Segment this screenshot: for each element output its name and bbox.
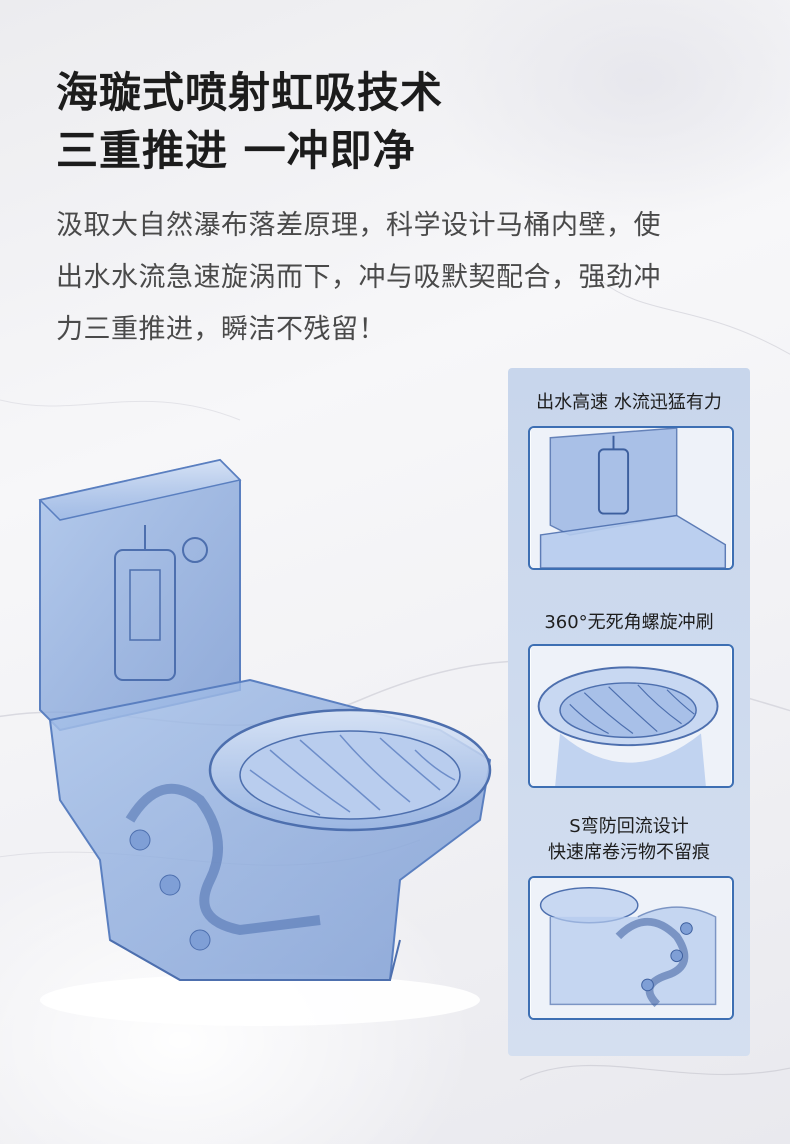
feature-title-3-line-1: S弯防回流设计 [569,816,689,837]
feature-title-2: 360°无死角螺旋冲刷 [544,612,714,633]
feature-image-3 [528,876,734,1020]
headline-line-1: 海璇式喷射虹吸技术 [56,68,444,117]
feature-title-3: S弯防回流设计 快速席卷污物不留痕 [508,814,750,866]
feature-title-3-line-2: 快速席卷污物不留痕 [548,842,710,863]
feature-image-1 [528,426,734,570]
toilet-bowl-swirl-icon [530,646,732,786]
description-line-3: 力三重推进，瞬洁不残留！ [56,314,386,345]
description-line-1: 汲取大自然瀑布落差原理，科学设计马桶内壁，使 [56,210,661,241]
description: 汲取大自然瀑布落差原理，科学设计马桶内壁，使 出水水流急速旋涡而下，冲与吸默契配… [56,200,746,356]
headline-line-2: 三重推进 一冲即净 [56,126,416,175]
feature-title-1: 出水高速 水流迅猛有力 [536,392,722,413]
headline: 海璇式喷射虹吸技术 三重推进 一冲即净 [56,64,443,180]
feature-image-2 [528,644,734,788]
feature-panel: 出水高速 水流迅猛有力 360°无死角螺旋冲刷 [508,368,750,1056]
toilet-tank-closeup-icon [530,428,732,568]
description-line-2: 出水水流急速旋涡而下，冲与吸默契配合，强劲冲 [56,262,661,293]
transparent-toilet-icon [38,458,492,1026]
s-trap-pipe-icon [530,878,732,1018]
